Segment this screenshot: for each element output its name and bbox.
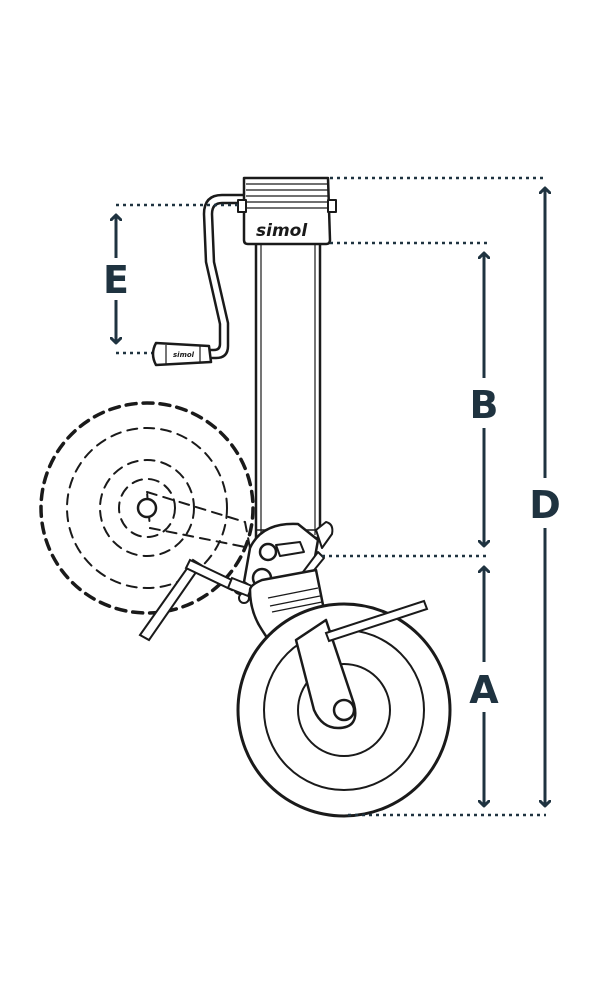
ghost-wheel-hub-outer (99, 459, 195, 557)
crank-grip-logo: simol (173, 351, 195, 359)
crank-rod (202, 193, 248, 360)
dimension-a-label: A (469, 668, 499, 712)
dimension-b-label: B (470, 383, 499, 427)
head-bolt-right (327, 199, 337, 213)
dimension-e-label: E (103, 258, 129, 302)
dimension-d-label: D (529, 483, 561, 527)
dimension-d: D (529, 188, 561, 806)
release-lever (324, 599, 429, 643)
dimension-a: A (469, 567, 499, 806)
dimension-e: E (103, 215, 129, 343)
dimension-b: B (470, 253, 499, 546)
head-body (242, 176, 332, 246)
outer-tube (254, 236, 322, 540)
ghost-wheel-hub-inner (118, 478, 176, 538)
jockey-tube (254, 236, 322, 540)
dimension-guides (116, 176, 546, 817)
ghost-arm (145, 490, 252, 550)
head-logo: simol (256, 221, 308, 241)
clamp-tab (315, 521, 334, 549)
ghost-wheel-axle (136, 497, 158, 519)
ghost-release-lever (138, 558, 238, 642)
ghost-wheel-outer (39, 401, 255, 615)
crank-handle (151, 193, 248, 367)
wheel-hub (297, 663, 391, 757)
ghost-wheel-rim (66, 427, 228, 589)
pivot-detail (226, 576, 254, 604)
jockey-head (237, 176, 337, 246)
head-bolt-left (237, 199, 247, 213)
crank-grip (151, 341, 213, 367)
wheel-axle (332, 698, 356, 722)
